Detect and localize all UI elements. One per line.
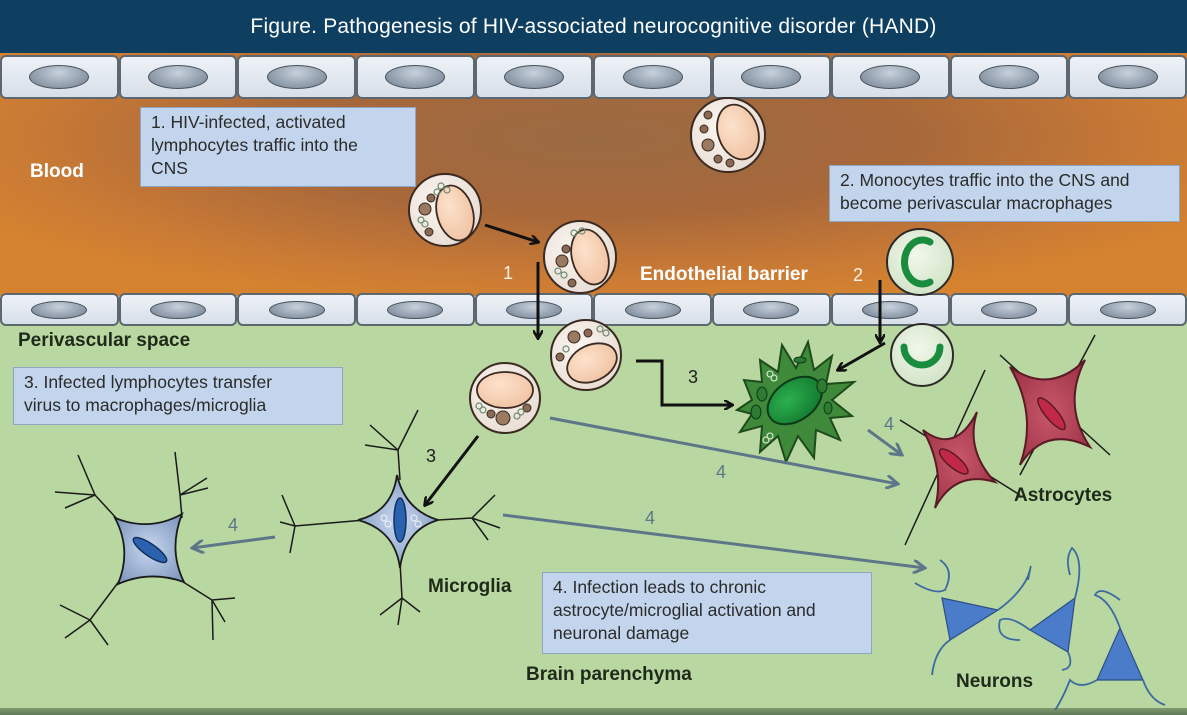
- brain-parenchyma-label: Brain parenchyma: [526, 664, 692, 685]
- endothelial-cell: [949, 293, 1069, 326]
- neurons-label: Neurons: [956, 671, 1034, 692]
- endothelial-nucleus: [268, 300, 325, 319]
- endothelial-nucleus: [860, 65, 921, 89]
- endothelial-row-top: [0, 53, 1187, 101]
- blood-label: Blood: [30, 161, 84, 182]
- arrow-to-left-microglia: [192, 535, 276, 548]
- astrocytes-label: Astrocytes: [1014, 485, 1113, 506]
- endothelial-nucleus: [266, 65, 327, 89]
- endothelial-cell: [237, 55, 357, 99]
- endothelial-cell: [118, 293, 238, 326]
- endothelial-nucleus: [862, 300, 919, 319]
- endothelial-cell: [474, 55, 594, 99]
- step-number-2: 2: [853, 265, 864, 285]
- endothelial-nucleus: [31, 300, 88, 319]
- microglia-label: Microglia: [428, 576, 512, 597]
- step-number-1: 1: [503, 263, 514, 283]
- neuron-1: [941, 597, 1000, 641]
- astrocyte-upper: [999, 334, 1111, 476]
- endothelial-nucleus: [980, 300, 1037, 319]
- endothelial-nucleus: [506, 300, 563, 319]
- endothelial-cell: [118, 55, 238, 99]
- endothelial-cell: [830, 55, 950, 99]
- neuron-2: [1028, 596, 1076, 653]
- arrow-lymph-a-to-b: [484, 223, 538, 242]
- endothelial-nucleus: [741, 65, 802, 89]
- endothelial-nucleus: [743, 300, 800, 319]
- endothelial-cell: [1068, 293, 1187, 326]
- lymphocyte-infected-d: [469, 362, 541, 434]
- endothelial-cell: [356, 55, 475, 99]
- endothelial-cell: [830, 293, 950, 326]
- figure-title: Figure. Pathogenesis of HIV-associated n…: [0, 0, 1187, 53]
- microglia-infected: [279, 409, 501, 626]
- endothelial-nucleus: [29, 65, 90, 89]
- endothelial-cell: [1068, 55, 1187, 99]
- arrow-lymph-to-macrophage: [636, 359, 732, 405]
- endothelial-cell: [356, 293, 475, 326]
- arrow-to-neurons: [502, 513, 925, 568]
- endothelial-cell: [593, 55, 713, 99]
- lymphocyte-uninfected: [690, 97, 766, 173]
- endothelial-nucleus: [150, 300, 207, 319]
- endothelial-cell: [712, 55, 831, 99]
- bottom-border: [0, 708, 1187, 715]
- step-number-3-microglia: 3: [426, 446, 437, 466]
- endothelial-cell: [593, 293, 713, 326]
- perivascular-space-label: Perivascular space: [18, 330, 191, 351]
- lymphocyte-infected-a: [408, 173, 482, 247]
- note-step-2: 2. Monocytes traffic into the CNS and be…: [829, 165, 1180, 222]
- endothelial-cell: [0, 55, 119, 99]
- endothelial-barrier-label: Endothelial barrier: [640, 264, 808, 285]
- endothelial-nucleus: [624, 300, 681, 319]
- endothelial-nucleus: [148, 65, 209, 89]
- arrows-step4: [192, 416, 925, 568]
- monocyte-blood: [886, 228, 954, 296]
- endothelial-cell: [237, 293, 357, 326]
- note-step-3: 3. Infected lymphocytes transfer virus t…: [13, 367, 343, 425]
- neuron-3: [1096, 626, 1144, 681]
- endothelial-cell: [949, 55, 1069, 99]
- endothelial-nucleus: [622, 65, 683, 89]
- step-number-4-astro-lower: 4: [716, 462, 727, 482]
- arrows-step1-3: [425, 223, 886, 505]
- step-number-3-macrophage: 3: [688, 367, 699, 387]
- note-step-1: 1. HIV-infected, activated lymphocytes t…: [140, 107, 416, 187]
- endothelial-row-bottom: [0, 291, 1187, 327]
- neuron-dendrites: [914, 546, 1166, 711]
- arrow-lymph-to-microglia: [425, 435, 480, 505]
- endothelial-nucleus: [387, 300, 444, 319]
- endothelial-cell: [474, 293, 594, 326]
- endothelial-nucleus: [978, 65, 1039, 89]
- endothelial-nucleus: [504, 65, 565, 89]
- microglia-uninfected: [54, 451, 236, 646]
- step-number-4-left-microglia: 4: [228, 515, 239, 535]
- endothelial-cell: [0, 293, 119, 326]
- endothelial-nucleus: [1099, 300, 1156, 319]
- monocyte-perivascular: [890, 323, 954, 387]
- step-number-4-neurons: 4: [645, 508, 656, 528]
- step-number-4-astro-upper: 4: [884, 414, 895, 434]
- endothelial-nucleus: [385, 65, 446, 89]
- endothelial-cell: [712, 293, 831, 326]
- perivascular-macrophage: [734, 338, 858, 465]
- endothelial-nucleus: [1097, 65, 1158, 89]
- arrow-monocyte-to-macrophage: [838, 341, 886, 370]
- note-step-4: 4. Infection leads to chronic astrocyte/…: [542, 572, 872, 654]
- astrocyte-lower: [899, 369, 1021, 546]
- lymphocyte-infected-b: [543, 220, 617, 294]
- lymphocyte-infected-c: [550, 319, 622, 391]
- neurons: [941, 596, 1144, 681]
- arrow-to-astrocyte-long: [549, 416, 898, 484]
- arrow-to-astrocyte-short: [867, 428, 902, 455]
